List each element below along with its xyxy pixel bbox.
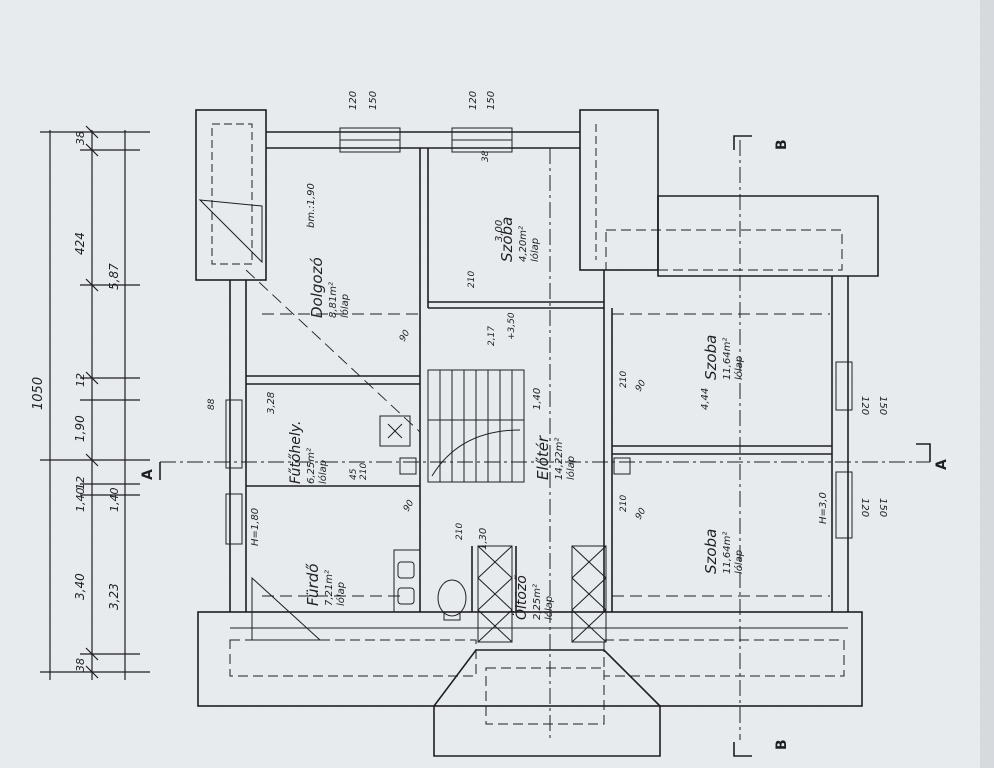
door-mark-9: 210	[455, 523, 465, 540]
room-note: H=1,80	[250, 508, 261, 546]
dim-38-bottom: 38	[74, 658, 87, 672]
windows	[225, 127, 853, 545]
dimension-lines	[40, 125, 150, 680]
room-area: 14,22m²	[554, 438, 565, 480]
dimension-labels: 1050 38 424 5,87 12 1,90 12 1,40 1,40 3,…	[31, 131, 121, 672]
room-name: Szoba	[498, 217, 516, 262]
room-szoba-top: Szoba 4,20m² lólap 3,00	[494, 217, 541, 262]
section-lines	[160, 140, 930, 740]
room-name: Fürdő	[304, 563, 322, 606]
room-note: 3,00	[494, 220, 505, 242]
door-mark-2: 210	[467, 271, 477, 288]
room-floor: lólap	[339, 294, 351, 318]
room-name: Dolgozó	[308, 257, 326, 318]
section-a-left: A	[140, 469, 156, 480]
paper-edge	[980, 0, 994, 768]
room-dolgozo: Dolgozó 8,81m² lólap bm.:1,90	[306, 183, 351, 318]
room-note: 4,44	[700, 388, 711, 410]
room-oltozo: Öltöző 2,25m² lólap 1,30	[478, 528, 555, 620]
dim-587: 5,87	[107, 263, 121, 290]
section-markers	[159, 135, 931, 757]
section-b-bottom: B	[774, 739, 790, 750]
window-3-height: 120	[859, 396, 870, 415]
window-labels: 120 150 120 150 120 150 120 150	[348, 91, 888, 517]
room-note: bm.:1,90	[306, 183, 317, 228]
dim-140-a: 1,40	[74, 488, 87, 513]
staircase	[427, 369, 525, 483]
interior-walls	[246, 148, 832, 612]
room-name: Szoba	[702, 335, 720, 380]
outer-walls	[195, 109, 879, 757]
dim-340: 3,40	[73, 573, 87, 600]
door-mark-13: 2,17	[487, 326, 497, 346]
dim-38-top: 38	[74, 131, 87, 145]
room-name: Fűtőhely.	[288, 421, 304, 484]
room-area: 8,81m²	[328, 282, 339, 318]
room-area: 11,64m²	[722, 338, 733, 380]
room-szoba-right-top: Szoba 11,64m² lólap 4,44	[700, 335, 745, 410]
door-mark-14: 88	[207, 398, 217, 410]
dim-140-b: 1,40	[108, 488, 121, 513]
section-b-top: B	[774, 139, 790, 150]
room-area: 4,20m²	[518, 226, 529, 262]
door-mark-11: 210	[619, 495, 629, 512]
section-letters: A A B B	[140, 139, 950, 750]
room-floor: lólap	[317, 460, 329, 484]
window-3-width: 150	[877, 396, 888, 415]
room-area: 2,25m²	[532, 584, 543, 620]
roof-line-dashes	[245, 269, 830, 597]
section-a-right: A	[934, 459, 950, 470]
door-mark-6: 45	[349, 468, 359, 480]
window-2-height: 120	[468, 91, 479, 110]
room-eloter: Előtér 14,22m² lólap 1,40	[532, 388, 577, 480]
room-name: Szoba	[702, 529, 720, 574]
dim-12-a: 12	[74, 373, 87, 387]
dim-12-b: 12	[74, 476, 87, 490]
room-name: Öltöző	[512, 575, 530, 620]
room-note: 1,30	[478, 528, 489, 550]
door-mark-7: 210	[359, 463, 369, 480]
window-4-width: 150	[877, 498, 888, 517]
room-area: 6,25m²	[306, 448, 317, 484]
room-note: 3,28	[266, 392, 277, 414]
window-4-height: 120	[859, 498, 870, 517]
room-name: Előtér	[534, 435, 552, 480]
room-area: 7,21m²	[324, 570, 335, 606]
window-1-width: 150	[368, 91, 379, 110]
room-area: 11,64m²	[722, 532, 733, 574]
room-note: 1,40	[532, 388, 543, 410]
dim-323: 3,23	[107, 583, 121, 610]
room-futohely: Fűtőhely. 6,25m² lólap 3,28	[266, 392, 329, 484]
room-furdo: Fürdő 7,21m² lólap H=1,80	[250, 508, 347, 606]
window-1-height: 120	[348, 91, 359, 110]
room-szoba-right-bottom: Szoba 11,64m² lólap H=3,0	[702, 492, 829, 574]
dim-424: 424	[73, 232, 87, 255]
window-2-width: 150	[486, 91, 497, 110]
room-floor: lólap	[335, 582, 347, 606]
door-mark-3: 38	[481, 150, 491, 162]
room-floor: lólap	[565, 456, 577, 480]
door-mark-5: 210	[619, 371, 629, 388]
dim-total: 1050	[31, 377, 46, 410]
door-mark-12: +3,50	[507, 312, 517, 340]
dim-190: 1,90	[73, 415, 87, 442]
room-floor: lólap	[733, 550, 745, 574]
room-floor: lólap	[543, 596, 555, 620]
room-note: H=3,0	[818, 492, 829, 524]
room-floor: lólap	[529, 238, 541, 262]
room-floor: lólap	[733, 356, 745, 380]
